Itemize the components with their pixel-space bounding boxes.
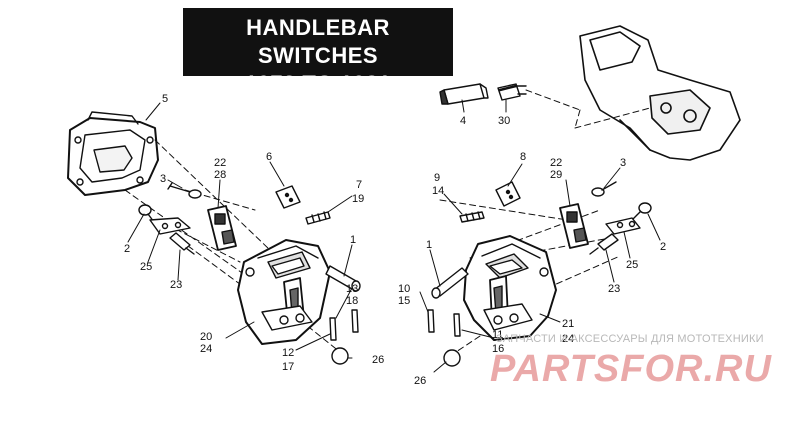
- part-5-cover-left: [67, 111, 159, 196]
- callout-9: 9: [434, 172, 440, 184]
- callout-19: 19: [352, 193, 364, 205]
- part-30-switch-plunger: [497, 83, 527, 101]
- callout-3-right: 3: [620, 157, 626, 169]
- part-8-plate-right: [495, 181, 521, 207]
- title-box: HANDLEBAR SWITCHES 1972 TO 1981: [183, 8, 453, 96]
- part-26-ball-left: [331, 347, 349, 365]
- callout-labels: 5 6 22 28 3 7 19 2 25 23 1 13 18 20 24 1…: [124, 93, 666, 387]
- callout-5: 5: [162, 93, 168, 105]
- callout-25-left: 25: [140, 261, 152, 273]
- callout-24-right: 24: [562, 333, 574, 345]
- callout-10: 10: [398, 283, 410, 295]
- callout-6: 6: [266, 151, 272, 163]
- callout-25-right: 25: [626, 259, 638, 271]
- callout-1-right: 1: [426, 239, 432, 251]
- part-20-switch-housing-left: [237, 239, 331, 345]
- callout-2-right: 2: [660, 241, 666, 253]
- part-1-screw-right: [431, 267, 469, 299]
- part-4-plunger: [439, 83, 489, 105]
- part-23-pin-right: [589, 233, 619, 255]
- part-26-ball-right: [443, 349, 461, 367]
- part-13-terminal-left: [329, 309, 359, 341]
- callout-30: 30: [498, 115, 510, 127]
- title-line-1: HANDLEBAR SWITCHES: [246, 15, 390, 68]
- callout-3-left: 3: [160, 173, 166, 185]
- part-25-clip-right: [605, 217, 641, 235]
- title-line-2: 1972 TO 1981: [244, 71, 392, 96]
- callout-17: 17: [282, 361, 294, 373]
- part-22-switch-right: [559, 203, 589, 249]
- callout-4: 4: [460, 115, 466, 127]
- callout-7: 7: [356, 179, 362, 191]
- callout-2-left: 2: [124, 243, 130, 255]
- callout-15: 15: [398, 295, 410, 307]
- callout-12: 12: [282, 347, 294, 359]
- callout-28: 28: [214, 169, 226, 181]
- callout-24-left: 24: [200, 343, 212, 355]
- callout-21: 21: [562, 318, 574, 330]
- part-9-spring-right: [459, 211, 485, 223]
- part-22-switch-left: [207, 205, 237, 251]
- callout-26-right: 26: [414, 375, 426, 387]
- callout-23-left: 23: [170, 279, 182, 291]
- watermark-logo: PARTSFOR.RU: [490, 348, 772, 390]
- callout-1-left: 1: [350, 234, 356, 246]
- part-2-screw-right: [631, 202, 652, 221]
- callout-leaders: [127, 99, 661, 373]
- callout-23-right: 23: [608, 283, 620, 295]
- callout-26-left: 26: [372, 354, 384, 366]
- callout-18: 18: [346, 295, 358, 307]
- part-10-terminal-right: [427, 309, 461, 337]
- part-21-switch-housing-right: [463, 235, 557, 341]
- callout-22-right: 22: [550, 157, 562, 169]
- callout-29: 29: [550, 169, 562, 181]
- callout-16: 16: [492, 343, 504, 355]
- callout-20: 20: [200, 331, 212, 343]
- part-3-screw-left: [167, 182, 202, 199]
- handlebar-housing-right: [579, 25, 741, 161]
- callout-13: 13: [346, 283, 358, 295]
- part-3-screw-right: [591, 181, 617, 197]
- part-7-spring-left: [305, 211, 331, 225]
- callout-8: 8: [520, 151, 526, 163]
- watermark-caption: ЗАПЧАСТИ И АКСЕССУАРЫ ДЛЯ МОТОТЕХНИКИ: [496, 333, 764, 345]
- part-6-plate-left: [275, 185, 301, 209]
- part-23-pin-left: [169, 232, 195, 255]
- callout-22-left: 22: [214, 157, 226, 169]
- callout-11: 11: [492, 329, 503, 341]
- callout-14: 14: [432, 185, 444, 197]
